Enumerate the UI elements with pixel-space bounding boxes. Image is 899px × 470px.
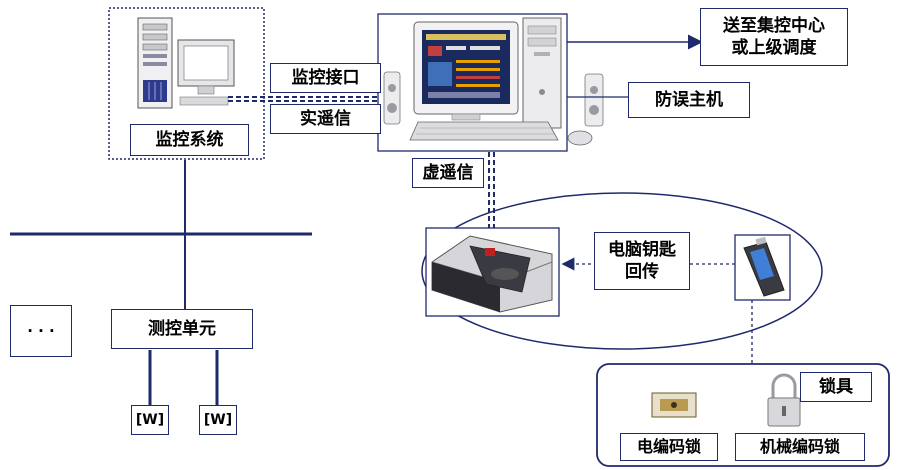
computer-key-return-label: 电脑钥匙 回传 [594, 232, 690, 290]
key-system-ellipse [421, 192, 823, 350]
control-center-label-line1: 送至集控中心 [723, 16, 825, 36]
anti-misoperation-host-label: 防误主机 [628, 82, 750, 118]
real-remote-signal-label: 实遥信 [270, 104, 381, 134]
measure-control-unit-label: 测控单元 [111, 309, 253, 349]
virtual-remote-signal-label: 虚遥信 [412, 158, 484, 188]
control-center-label: 送至集控中心 或上级调度 [700, 8, 848, 66]
terminal-right: [W] [199, 405, 237, 435]
key-charging-dock-icon [431, 235, 553, 313]
computer-key-icon [743, 236, 785, 297]
mechanical-code-lock-label: 机械编码锁 [735, 433, 865, 461]
monitor-system-frame [108, 7, 265, 160]
server-computer-icon [137, 17, 235, 109]
terminal-left: [W] [131, 405, 169, 435]
control-center-label-line2: 或上级调度 [731, 38, 817, 58]
other-units-box: · · · [10, 305, 72, 357]
locks-frame [596, 363, 890, 467]
padlock-icon [767, 373, 801, 427]
electric-code-lock-label: 电编码锁 [620, 433, 718, 461]
desktop-computer-icon [383, 17, 593, 146]
computer-key-return-line1: 电脑钥匙 [608, 240, 676, 260]
computer-key-return-line2: 回传 [625, 262, 659, 282]
monitor-system-label: 监控系统 [130, 124, 249, 156]
lock-item-label: 锁具 [800, 372, 872, 402]
monitor-interface-label: 监控接口 [270, 63, 381, 93]
electric-lock-icon [651, 392, 697, 418]
speaker-icon [584, 73, 604, 127]
